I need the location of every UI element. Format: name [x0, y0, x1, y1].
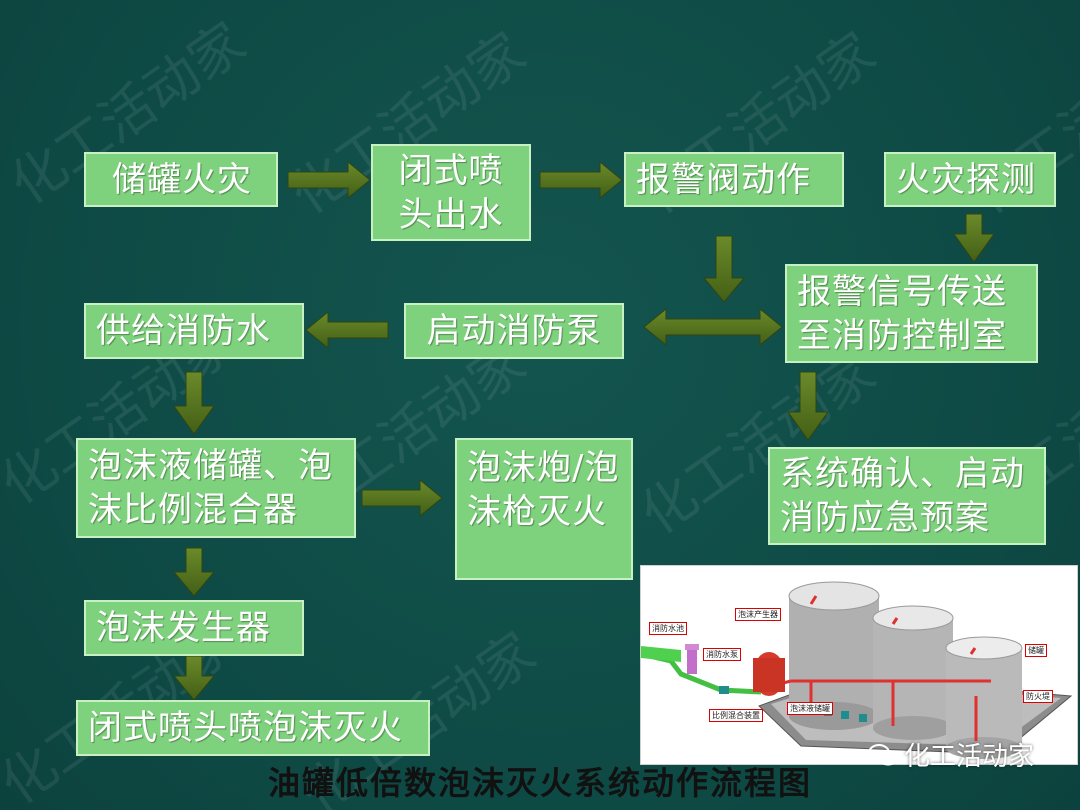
- box-alarm-signal: 报警信号传送 至消防控制室: [785, 264, 1038, 363]
- box-foam-cannon: 泡沫炮/泡 沫枪灭火: [455, 438, 633, 580]
- wechat-icon: [868, 743, 898, 767]
- box-sprinkler-foam: 闭式喷头喷泡沫灭火: [76, 700, 430, 756]
- brand-mark: 化工活动家: [868, 736, 1034, 773]
- storage-tank-3: [945, 636, 1023, 759]
- box-supply-water: 供给消防水: [84, 303, 304, 359]
- box-tank-fire: 储罐火灾: [84, 152, 278, 207]
- storage-tank-2: [872, 605, 954, 740]
- box-foam-generator: 泡沫发生器: [84, 600, 304, 656]
- label-fire-water-pool: 消防水池: [649, 622, 687, 635]
- arrow-right: [361, 478, 443, 518]
- arrow-right: [287, 160, 371, 200]
- label-fire-pump: 消防水泵: [703, 648, 741, 661]
- label-foam-generator: 泡沫产生器: [735, 608, 781, 621]
- illustration-drawing: [641, 581, 1073, 759]
- foam-system-illustration: 消防水池 消防水泵 比例混合装置 泡沫液储罐 泡沫产生器 储罐 防火堤: [640, 565, 1078, 765]
- box-start-pump: 启动消防泵: [404, 303, 624, 359]
- arrow-right: [539, 160, 623, 200]
- label-storage-tank: 储罐: [1025, 644, 1047, 657]
- label-foam-tank: 泡沫液储罐: [787, 702, 833, 715]
- arrow-double: [643, 307, 783, 347]
- arrow-left: [305, 310, 389, 350]
- box-confirm: 系统确认、启动 消防应急预案: [768, 447, 1046, 545]
- diagram-caption: 油罐低倍数泡沫灭火系统动作流程图: [267, 764, 812, 802]
- storage-tank-1: [788, 581, 880, 730]
- label-proportioner: 比例混合装置: [709, 709, 763, 722]
- arrow-down: [172, 547, 216, 597]
- arrow-down: [702, 235, 746, 303]
- arrow-down: [953, 213, 995, 263]
- brand-name: 化工活动家: [904, 742, 1035, 772]
- box-foam-tank: 泡沫液储罐、泡 沫比例混合器: [76, 438, 356, 538]
- box-sprinkler-water: 闭式喷 头出水: [371, 144, 531, 241]
- box-alarm-valve: 报警阀动作: [624, 152, 844, 207]
- arrow-down: [173, 371, 215, 435]
- box-fire-detect: 火灾探测: [884, 152, 1056, 207]
- arrow-down: [787, 371, 829, 441]
- label-firewall: 防火堤: [1023, 690, 1053, 703]
- arrow-down: [172, 655, 216, 701]
